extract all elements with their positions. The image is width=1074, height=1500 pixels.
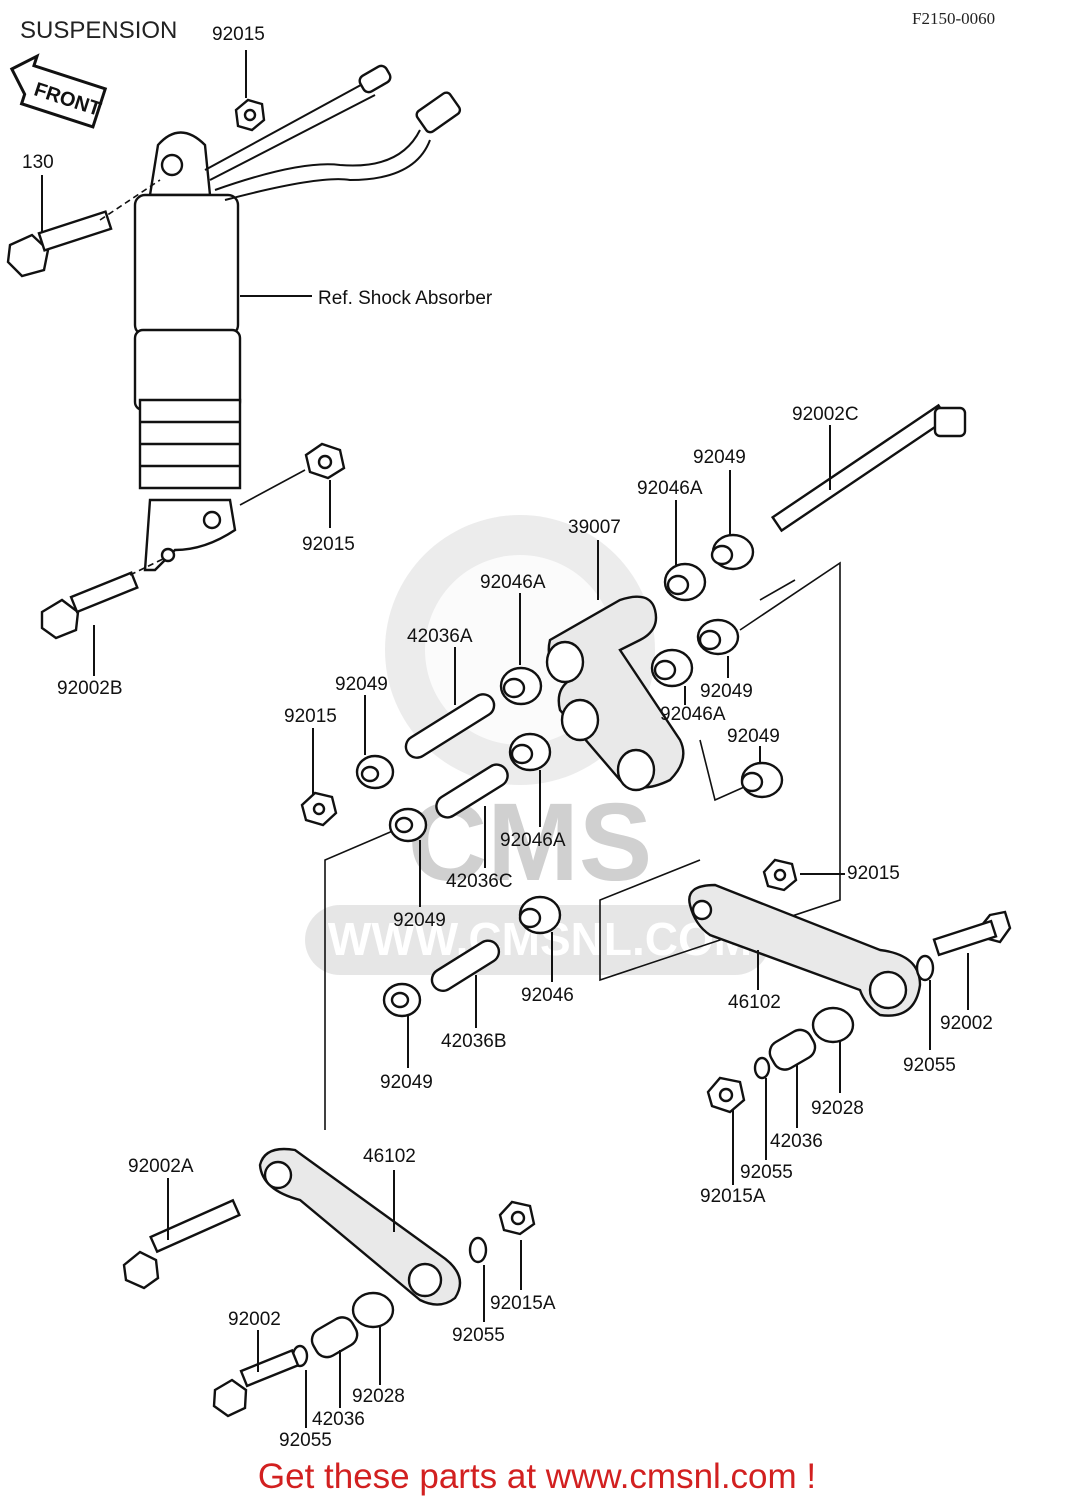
label-92002b: 92002B <box>57 678 123 699</box>
sleeve-42036a <box>404 693 496 759</box>
bushing-92049-r2 <box>740 761 784 799</box>
label-92049-r1: 92049 <box>700 681 753 702</box>
bushing-92046a-r <box>650 648 694 688</box>
label-92015-b: 92015 <box>284 706 337 727</box>
label-92015a-left: 92015A <box>490 1293 556 1314</box>
label-92049-top: 92049 <box>693 447 746 468</box>
rocker-arm-39007 <box>545 540 685 792</box>
label-130: 130 <box>22 152 54 173</box>
label-42036-right: 42036 <box>770 1131 823 1152</box>
ref-shock-absorber: Ref. Shock Absorber <box>318 288 493 309</box>
label-42036a: 42036A <box>407 626 473 647</box>
part-labels: 92015 130 Ref. Shock Absorber 92015 9200… <box>22 24 993 1451</box>
bushings <box>300 533 784 1018</box>
diagram-title: SUSPENSION <box>20 17 177 44</box>
label-42036-left: 42036 <box>312 1409 365 1430</box>
bushing-92046 <box>518 895 562 935</box>
footer-link-text[interactable]: Get these parts at www.cmsnl.com ! <box>258 1457 816 1496</box>
dashed-outline <box>324 561 841 1130</box>
leader-lines <box>41 175 969 1428</box>
bushing-92046a-c <box>508 732 552 772</box>
nut-92015-mid <box>239 442 346 528</box>
link-rod-46102-left <box>122 1147 536 1418</box>
bolt-92002c <box>770 403 967 533</box>
label-92015-top: 92015 <box>212 24 265 45</box>
label-92046: 92046 <box>521 985 574 1006</box>
label-92015-r: 92015 <box>847 863 900 884</box>
label-92002-right: 92002 <box>940 1013 993 1034</box>
label-92055-right-2: 92055 <box>740 1162 793 1183</box>
bushing-92049-top <box>710 533 755 571</box>
label-92049-c: 92049 <box>393 910 446 931</box>
bolt-130 <box>6 179 161 278</box>
label-92046a-top: 92046A <box>637 478 703 499</box>
label-92046a-c: 92046A <box>500 830 566 851</box>
label-92055-left-2: 92055 <box>279 1430 332 1451</box>
label-92028-right: 92028 <box>811 1098 864 1119</box>
bushing-92049-c <box>388 807 428 843</box>
label-92002c: 92002C <box>792 404 859 425</box>
label-42036b: 42036B <box>441 1031 507 1052</box>
bushing-92046a-a <box>499 666 543 706</box>
diagram-code: F2150-0060 <box>912 9 995 28</box>
front-arrow: FRONT <box>9 53 108 129</box>
label-46102-right: 46102 <box>728 992 781 1013</box>
bushing-92049-d <box>382 982 422 1018</box>
label-42036c: 42036C <box>446 871 513 892</box>
sleeve-42036c <box>435 763 509 819</box>
nut-92015-top <box>234 50 266 132</box>
bushing-92049-a <box>355 754 395 790</box>
label-39007: 39007 <box>568 517 621 538</box>
link-rod-46102-right <box>688 858 1012 1114</box>
bushing-92046a-top <box>663 562 707 602</box>
label-92015-mid: 92015 <box>302 534 355 555</box>
label-92015a-right: 92015A <box>700 1186 766 1207</box>
label-92055-right: 92055 <box>903 1055 956 1076</box>
bushing-92049-r1 <box>696 618 740 656</box>
label-92002-left: 92002 <box>228 1309 281 1330</box>
label-92028-left: 92028 <box>352 1386 405 1407</box>
nut-92015-b <box>300 791 338 827</box>
label-92049-a: 92049 <box>335 674 388 695</box>
label-92002a: 92002A <box>128 1156 194 1177</box>
sleeve-42036b <box>430 939 501 992</box>
label-92046a-a: 92046A <box>480 572 546 593</box>
shock-absorber <box>133 64 462 572</box>
label-92049-r2: 92049 <box>727 726 780 747</box>
label-92046a-r: 92046A <box>660 704 726 725</box>
label-92049-d: 92049 <box>380 1072 433 1093</box>
label-46102-left: 46102 <box>363 1146 416 1167</box>
bolt-92002b <box>40 557 166 640</box>
label-92055-left: 92055 <box>452 1325 505 1346</box>
